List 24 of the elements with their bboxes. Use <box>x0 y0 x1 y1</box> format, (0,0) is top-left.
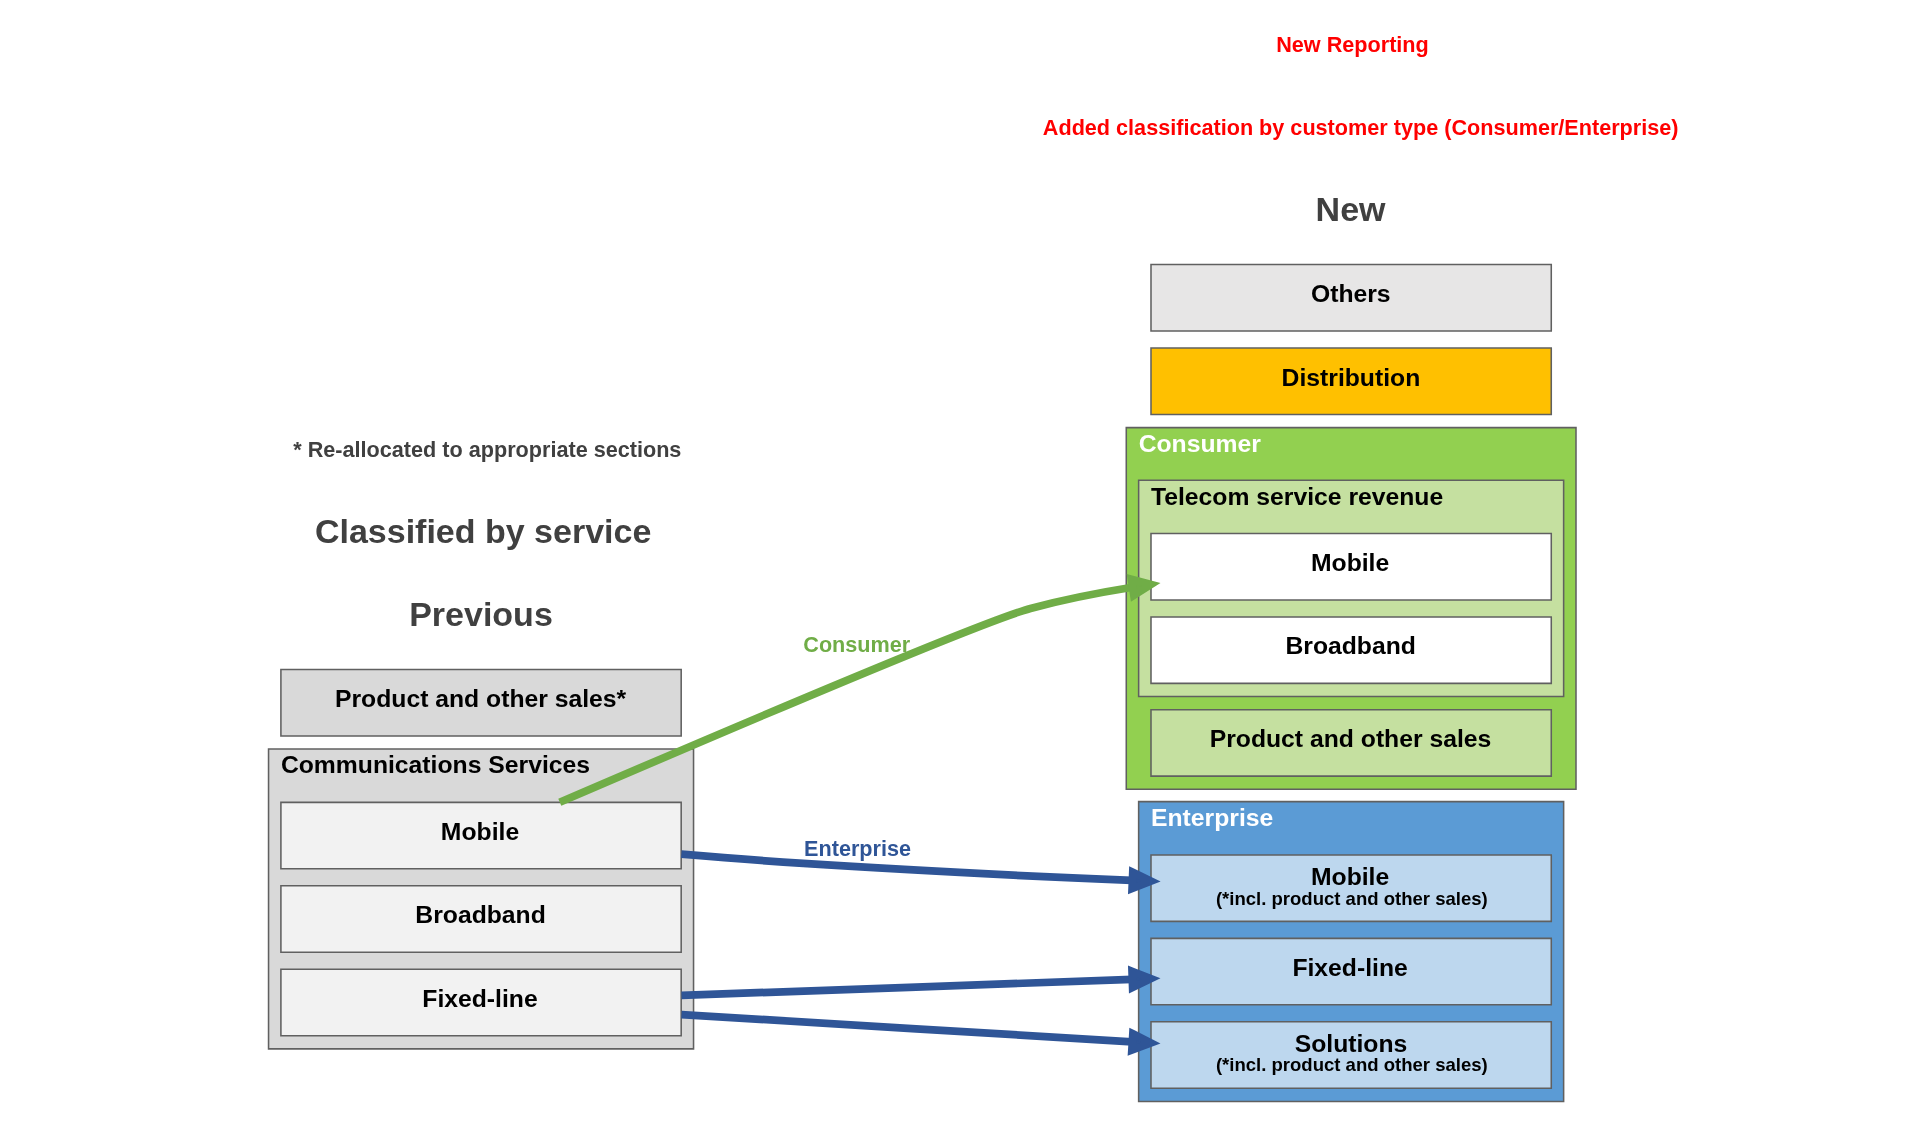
node-box: Broadband <box>1150 616 1553 685</box>
node-box: Others <box>1150 263 1553 332</box>
node-box: Distribution <box>1150 347 1553 416</box>
label: New Reporting <box>1276 31 1429 57</box>
node-box: Product and other sales <box>1150 708 1553 777</box>
label: Added classification by customer type (Consumer/Enterprise) <box>1042 115 1679 141</box>
label: * Re-allocated to appropriate sections <box>293 436 682 462</box>
node-box: Mobile <box>280 801 682 870</box>
edge-label: Enterprise <box>804 836 912 862</box>
node-box: Mobile <box>1150 532 1553 601</box>
label: New <box>1315 190 1386 229</box>
arrow <box>681 850 1161 895</box>
node-box: Product and other sales* <box>280 668 682 737</box>
label: Previous <box>409 595 553 634</box>
arrow <box>558 574 1161 806</box>
node-box: Fixed-line <box>1150 937 1553 1006</box>
node-box: Mobile (*incl. product and other sales) <box>1150 854 1553 923</box>
label: Classified by service <box>314 511 652 550</box>
arrow <box>681 1010 1161 1056</box>
arrow <box>681 965 1161 1000</box>
edge-label: Consumer <box>803 632 911 658</box>
node-box: Fixed-line <box>280 968 682 1037</box>
node-box: Broadband <box>280 885 682 954</box>
node-box: Solutions (*incl. product and other sales) <box>1150 1021 1553 1090</box>
